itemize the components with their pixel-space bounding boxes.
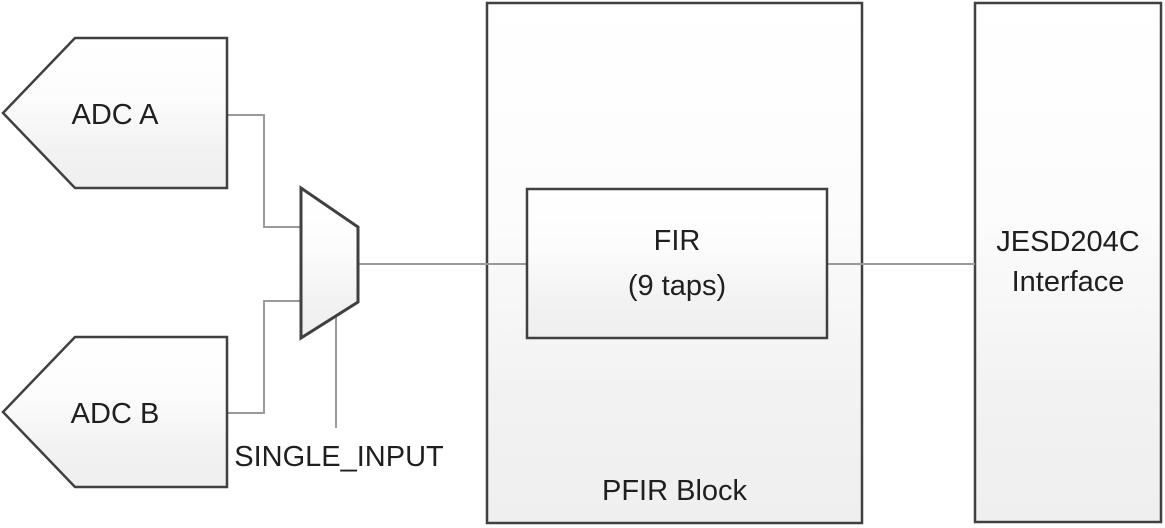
- adc-a-shape: [1, 36, 229, 190]
- wire-adc-a-to-mux: [227, 114, 301, 228]
- wire-adc-b-to-mux: [227, 300, 301, 414]
- jesd-label-line2: Interface: [1011, 266, 1125, 299]
- jesd204c-interface-label: JESD204C Interface: [975, 222, 1161, 302]
- mux-shape: [299, 185, 360, 341]
- pfir-block-label: PFIR Block: [601, 475, 748, 507]
- jesd204c-interface-shape: [973, 1, 1163, 524]
- fir-box-label: FIR (9 taps): [527, 189, 827, 338]
- adc-b-shape: [1, 335, 229, 489]
- jesd-label-line1: JESD204C: [996, 226, 1140, 258]
- single-input-label: SINGLE_INPUT: [234, 441, 444, 473]
- adc-a-label: ADC A: [71, 99, 159, 131]
- fir-box-shape: [525, 187, 829, 340]
- fir-label-line1: FIR: [653, 224, 701, 257]
- fir-label-line2: (9 taps): [627, 269, 727, 302]
- adc-b-label: ADC B: [70, 398, 160, 430]
